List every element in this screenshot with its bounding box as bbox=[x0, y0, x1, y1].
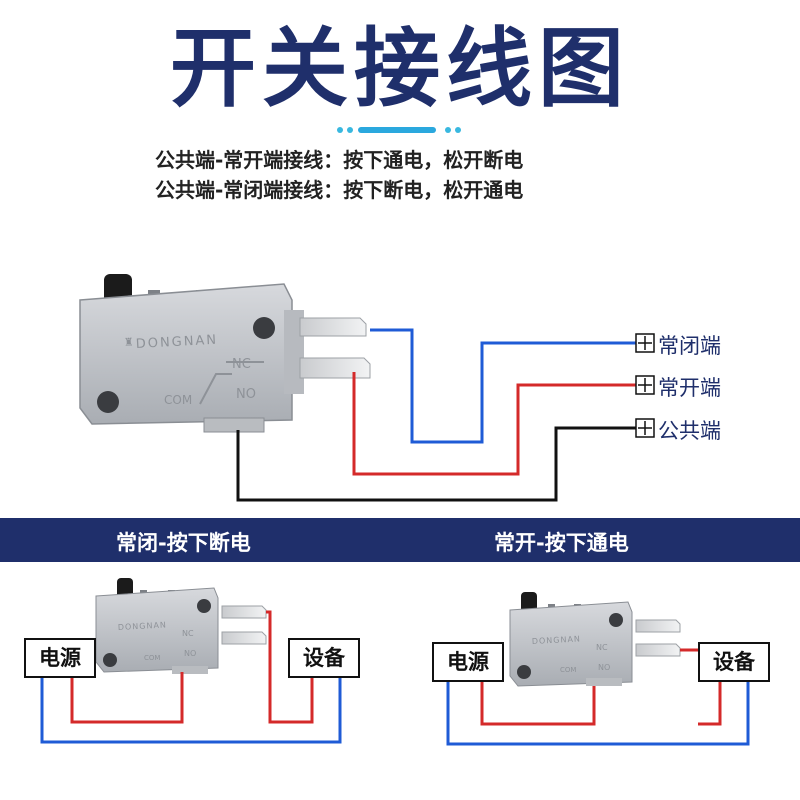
small-microswitch-left: DONGNAN NC NO COM bbox=[95, 578, 267, 674]
right-wire-return-blue bbox=[446, 680, 750, 746]
power-source-box-right: 电源 bbox=[432, 642, 504, 682]
left-wire-com-red bbox=[70, 672, 184, 724]
power-source-box-left: 电源 bbox=[24, 638, 96, 678]
page-title: 开关接线图 bbox=[170, 19, 630, 119]
terminal-symbol bbox=[635, 375, 655, 395]
marking-no: NO bbox=[236, 387, 256, 402]
svg-text:COM: COM bbox=[560, 666, 576, 674]
large-microswitch: ♜ DONGNAN NC NO COM bbox=[79, 274, 371, 433]
terminal-symbol bbox=[635, 418, 655, 438]
svg-text:COM: COM bbox=[144, 654, 160, 662]
svg-text:DONGNAN: DONGNAN bbox=[532, 634, 581, 646]
right-wire-com-red bbox=[480, 680, 596, 726]
wire-no-red bbox=[352, 372, 636, 476]
subtitle-line-2: 公共端-常闭端接线：按下断电，松开通电 bbox=[155, 178, 524, 202]
terminal-symbol bbox=[635, 333, 655, 353]
marking-nc: NC bbox=[232, 357, 251, 372]
terminal-label-com: 公共端 bbox=[658, 419, 721, 443]
heading-no-circuit: 常开-按下通电 bbox=[494, 531, 629, 555]
small-microswitch-right: DONGNAN NC NO COM bbox=[509, 592, 681, 687]
mount-hole bbox=[253, 317, 275, 339]
heading-nc-circuit: 常闭-按下断电 bbox=[116, 531, 251, 555]
subtitle-line-1: 公共端-常开端接线：按下通电，松开断电 bbox=[155, 148, 524, 172]
svg-text:NC: NC bbox=[596, 643, 608, 652]
brand-text: DONGNAN bbox=[135, 333, 218, 352]
svg-text:NO: NO bbox=[598, 663, 610, 672]
brand-logo: ♜ bbox=[123, 335, 134, 348]
mount-hole bbox=[97, 391, 119, 413]
wire-com-black bbox=[236, 426, 636, 502]
svg-text:NC: NC bbox=[182, 629, 194, 638]
svg-text:NO: NO bbox=[184, 649, 196, 658]
switch-body bbox=[79, 283, 293, 425]
marking-com: COM bbox=[164, 393, 192, 407]
left-wire-return-blue bbox=[40, 676, 342, 744]
left-wire-nc-red bbox=[266, 610, 314, 724]
terminal-label-no: 常开端 bbox=[658, 376, 721, 400]
section-band bbox=[0, 518, 800, 562]
wire-nc-blue bbox=[370, 328, 636, 444]
svg-text:DONGNAN: DONGNAN bbox=[118, 620, 167, 632]
title-divider-dots bbox=[337, 127, 461, 133]
device-box-right: 设备 bbox=[698, 642, 770, 682]
terminal-tab-nc bbox=[299, 317, 367, 337]
terminal-label-nc: 常闭端 bbox=[658, 334, 721, 358]
terminal-tab-no bbox=[299, 357, 371, 379]
device-box-left: 设备 bbox=[288, 638, 360, 678]
